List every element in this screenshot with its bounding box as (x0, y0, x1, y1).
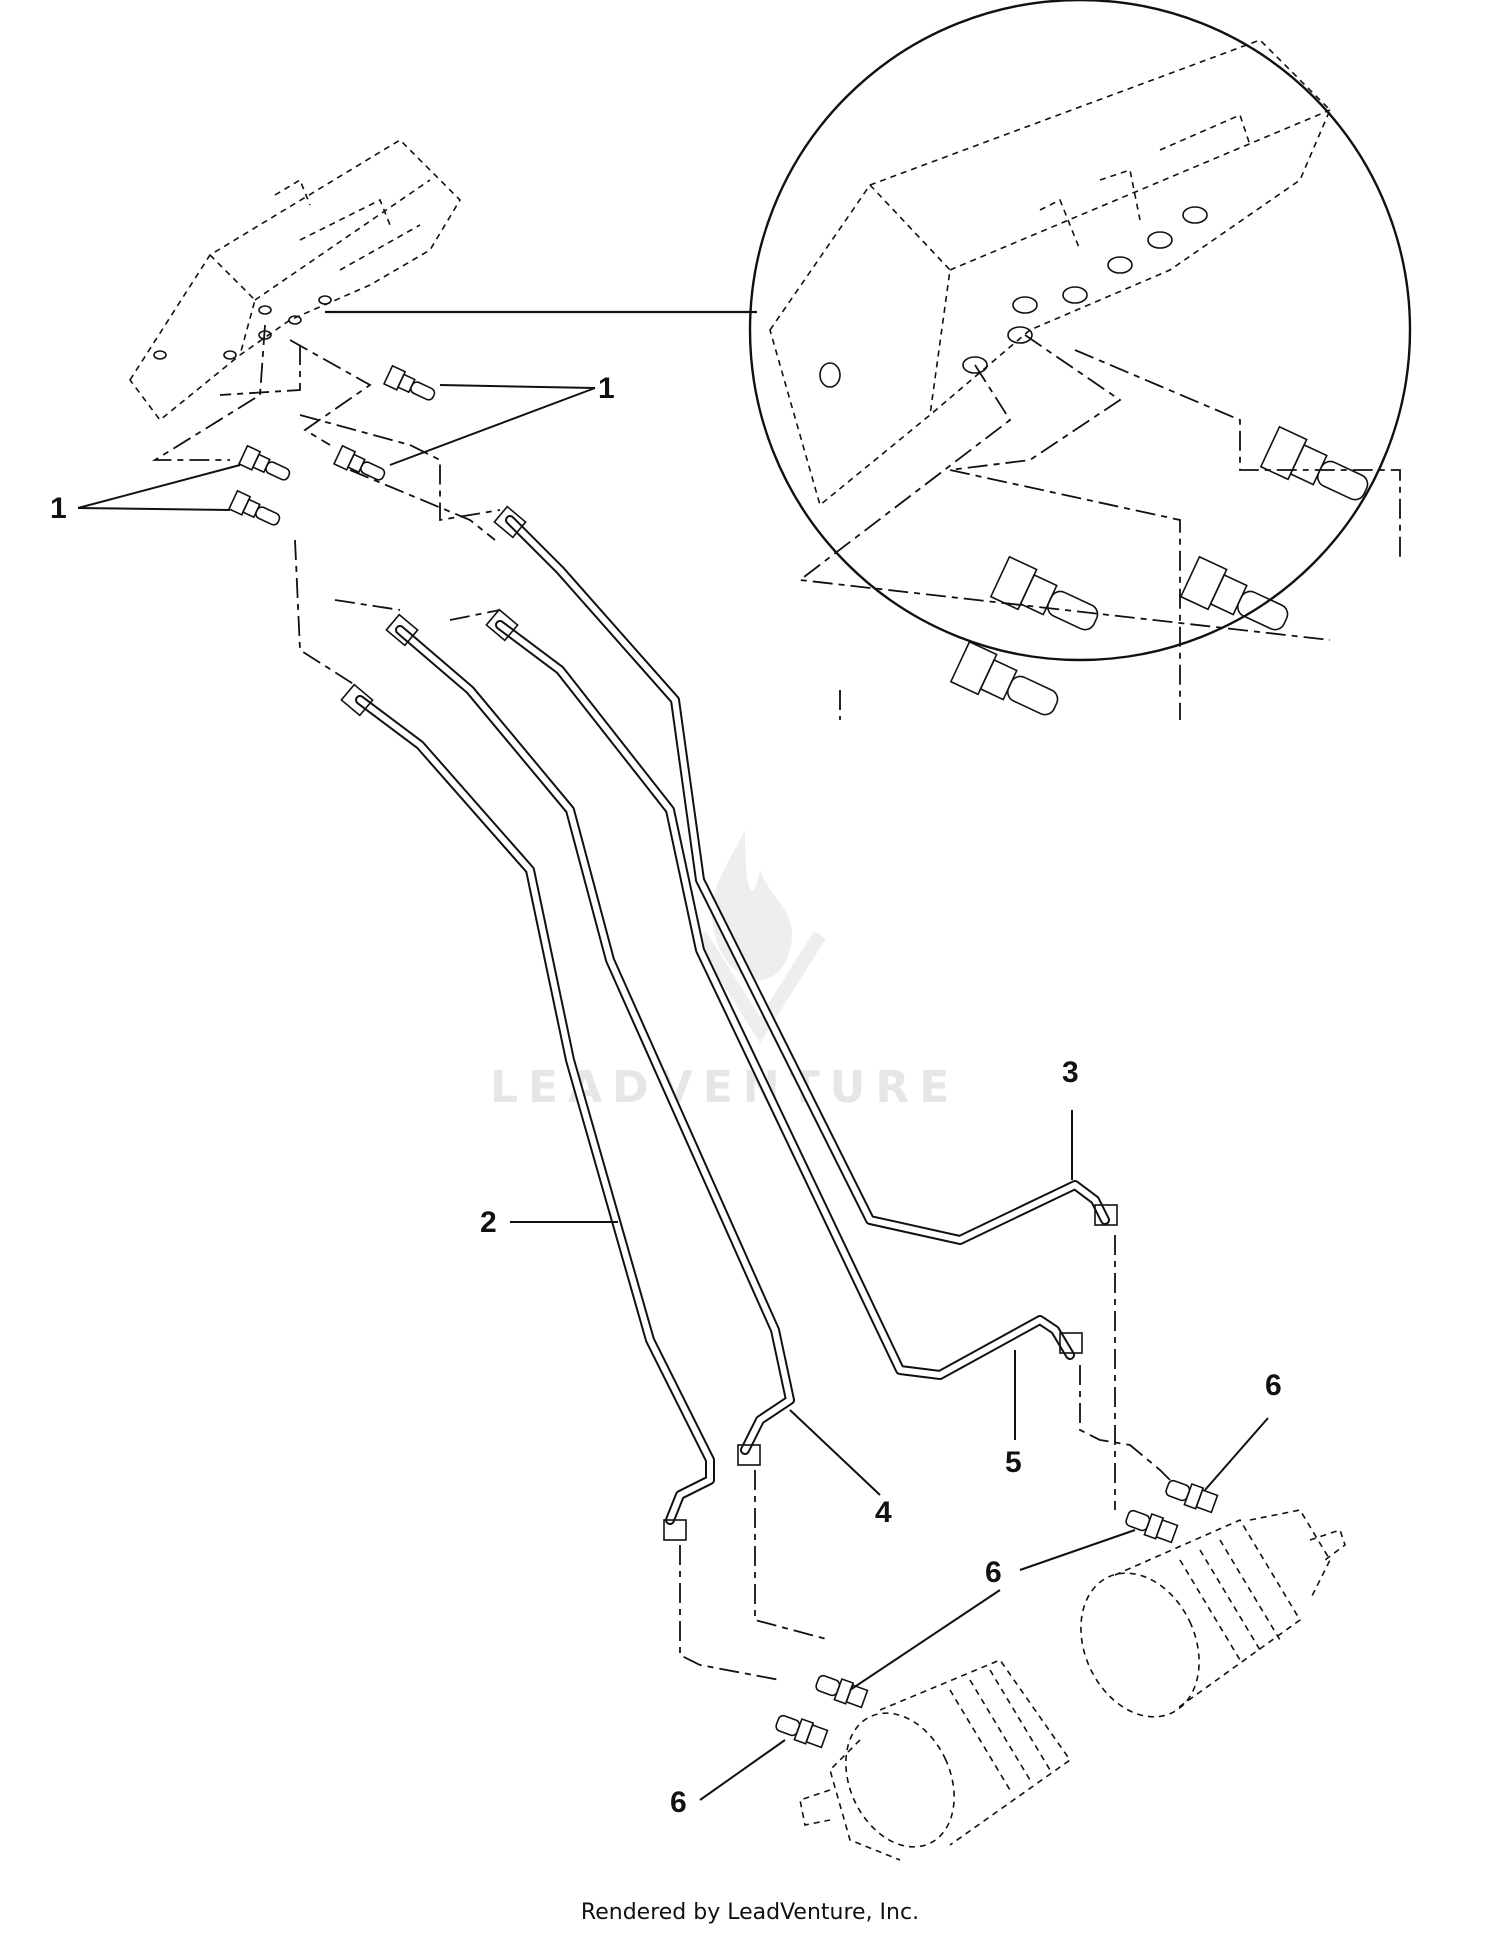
tube-nut (485, 608, 519, 642)
fitting-6d (775, 1714, 829, 1749)
watermark-flame-icon (711, 830, 793, 980)
callout-5: 5 (1005, 1350, 1022, 1479)
detail-fitting (949, 640, 1059, 716)
tube-2 (355, 695, 715, 1525)
tube-nut (1059, 1332, 1083, 1354)
tube-nut (493, 505, 527, 539)
watermark-v-icon (694, 931, 826, 1044)
fitting-1d (227, 489, 281, 526)
callout-2-label: 2 (480, 1206, 497, 1239)
wheel-motor-left (799, 1659, 1072, 1861)
wheel-motor-right (1080, 1509, 1346, 1718)
callout-6b: 6 (849, 1529, 1136, 1691)
watermark: LEADVENTURE (490, 830, 959, 1113)
fitting-1a (382, 364, 436, 401)
phantom-connections (151, 324, 501, 686)
fitting-1c (237, 444, 291, 481)
callout-1-left-label: 1 (50, 492, 67, 525)
fitting-6c (815, 1674, 869, 1709)
callout-3-label: 3 (1062, 1056, 1079, 1089)
watermark-text: LEADVENTURE (490, 1062, 959, 1113)
callout-1a: 1 (389, 372, 615, 466)
callout-4: 4 (789, 1409, 892, 1529)
callout-6-bottom-label: 6 (670, 1786, 687, 1819)
tube-4 (395, 625, 795, 1455)
detail-fitting (989, 555, 1099, 631)
detail-fitting (1259, 425, 1369, 501)
tube-nut (1094, 1204, 1118, 1226)
tube-nut (737, 1444, 761, 1466)
callout-5-label: 5 (1005, 1446, 1022, 1479)
callout-2: 2 (480, 1206, 618, 1239)
tube-nut (663, 1519, 687, 1541)
fitting-6a (1165, 1479, 1219, 1514)
detail-fitting (1179, 555, 1289, 631)
callout-6a: 6 (1204, 1369, 1282, 1491)
callout-4-label: 4 (875, 1496, 892, 1529)
footer-credit: Rendered by LeadVenture, Inc. (580, 1900, 920, 1925)
callout-6c: 6 (670, 1739, 786, 1819)
callout-1b: 1 (50, 464, 241, 525)
callout-3: 3 (1062, 1056, 1079, 1180)
tube-3 (505, 515, 1110, 1245)
callout-1-top-label: 1 (598, 372, 615, 405)
callout-6-right-label: 6 (1265, 1369, 1282, 1402)
tube-nut (385, 613, 419, 647)
detail-circle (748, 0, 1412, 662)
tube-5 (495, 620, 1075, 1380)
control-valve (129, 138, 462, 422)
phantom-connections-bottom (679, 1235, 1171, 1681)
detail-view (748, 0, 1412, 720)
fitting-6b (1125, 1509, 1179, 1544)
callout-6-middle-label: 6 (985, 1556, 1002, 1589)
tube-nut (340, 683, 374, 717)
fitting-1b (332, 444, 386, 481)
